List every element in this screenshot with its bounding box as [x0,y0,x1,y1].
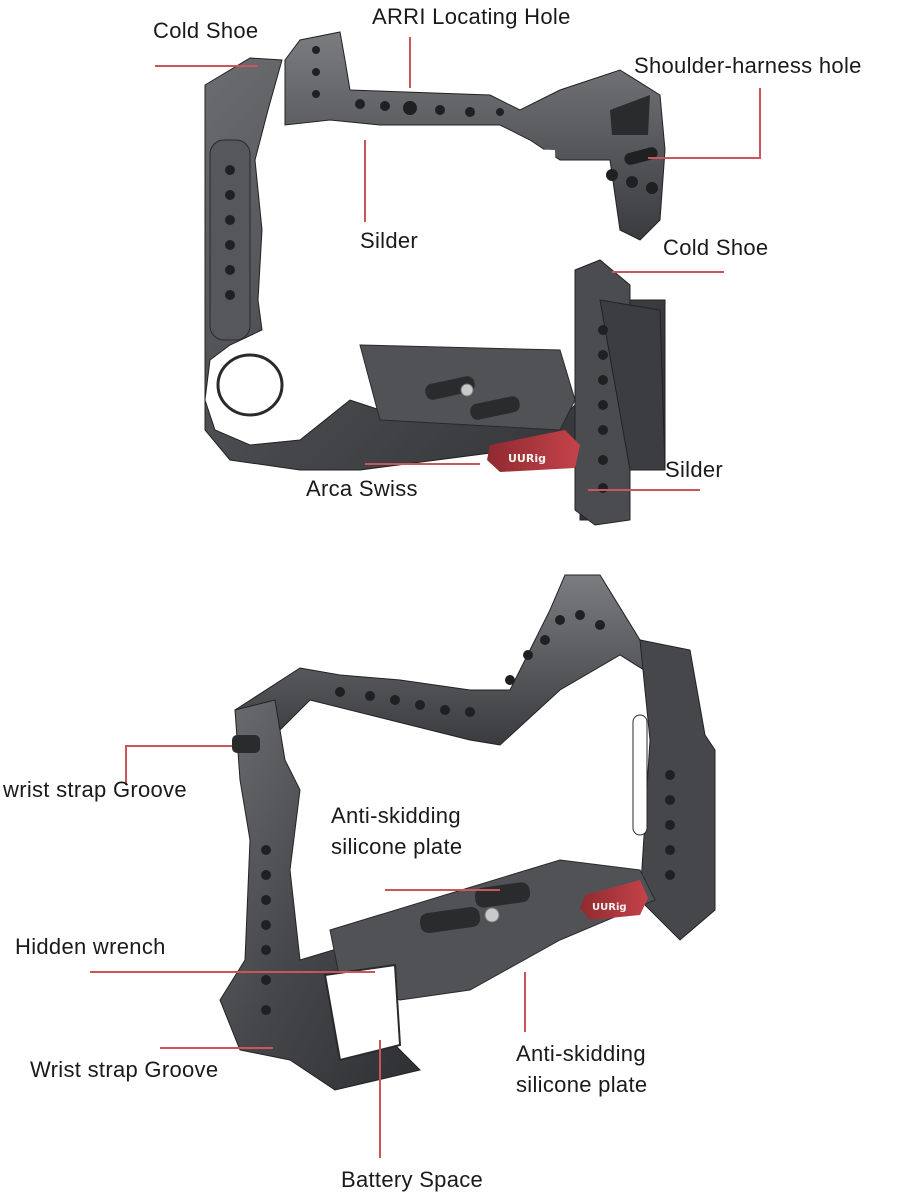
label-anti-skidding-top-line1: Anti-skidding [331,803,461,828]
brand-logo-bottom: UURig [592,902,627,913]
label-anti-skidding-top-line2: silicone plate [331,834,463,859]
label-battery-space: Battery Space [341,1167,484,1192]
label-arca-swiss: Arca Swiss [306,476,418,501]
label-wrist-strap-groove-top: wrist strap Groove [3,777,187,802]
label-anti-skidding-top: Anti-skidding silicone plate [331,800,462,862]
label-slider-top: Silder [360,228,419,253]
label-cold-shoe-left: Cold Shoe [153,18,259,43]
brand-logo: UURig [508,452,546,465]
label-hidden-wrench: Hidden wrench [15,934,166,959]
leader-lines [90,37,761,1158]
label-anti-skidding-bottom: Anti-skidding silicone plate [516,1038,647,1100]
label-wrist-strap-groove-bottom: Wrist strap Groove [30,1057,219,1082]
top-cage-illustration: UURig [204,31,666,526]
label-cold-shoe-right: Cold Shoe [663,235,769,260]
bottom-cage-illustration: UURig [219,574,716,1091]
label-anti-skidding-bottom-line1: Anti-skidding [516,1041,646,1066]
label-slider-right: Silder [665,457,724,482]
label-anti-skidding-bottom-line2: silicone plate [516,1072,648,1097]
label-shoulder-harness-hole: Shoulder-harness hole [634,53,862,78]
label-arri-locating-hole: ARRI Locating Hole [372,4,571,29]
